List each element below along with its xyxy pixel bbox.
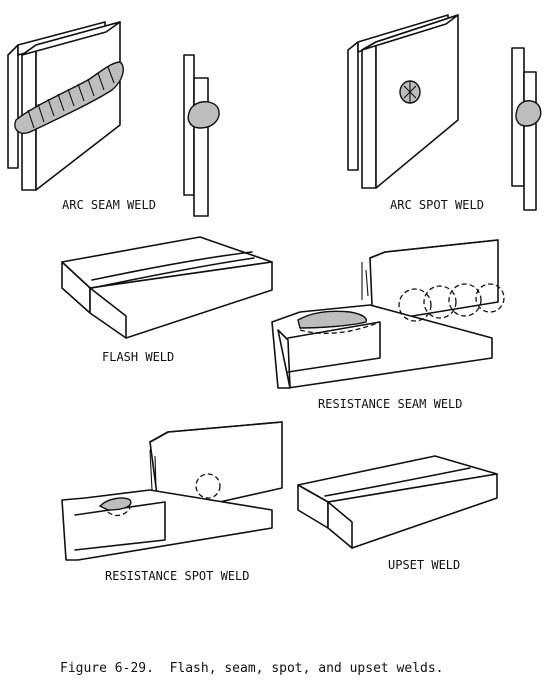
upset-weld-drawing bbox=[297, 455, 498, 549]
upset-weld-label: UPSET WELD bbox=[388, 558, 460, 572]
figure-caption: Figure 6-29. Flash, seam, spot, and upse… bbox=[60, 661, 444, 676]
arc-spot-weld-label: ARC SPOT WELD bbox=[390, 198, 484, 212]
arc-spot-weld-end-view bbox=[511, 47, 542, 211]
resistance-spot-weld-drawing bbox=[61, 421, 283, 561]
arc-seam-weld-drawing bbox=[7, 21, 124, 191]
arc-seam-weld-label: ARC SEAM WELD bbox=[62, 198, 156, 212]
resistance-spot-weld-label: RESISTANCE SPOT WELD bbox=[105, 569, 250, 583]
arc-spot-weld-drawing bbox=[347, 14, 459, 189]
flash-weld-label: FLASH WELD bbox=[102, 350, 174, 364]
resistance-seam-weld-drawing bbox=[271, 239, 505, 389]
flash-weld-drawing bbox=[61, 236, 273, 339]
resistance-seam-weld-label: RESISTANCE SEAM WELD bbox=[318, 397, 463, 411]
arc-seam-weld-end-view bbox=[183, 54, 220, 217]
